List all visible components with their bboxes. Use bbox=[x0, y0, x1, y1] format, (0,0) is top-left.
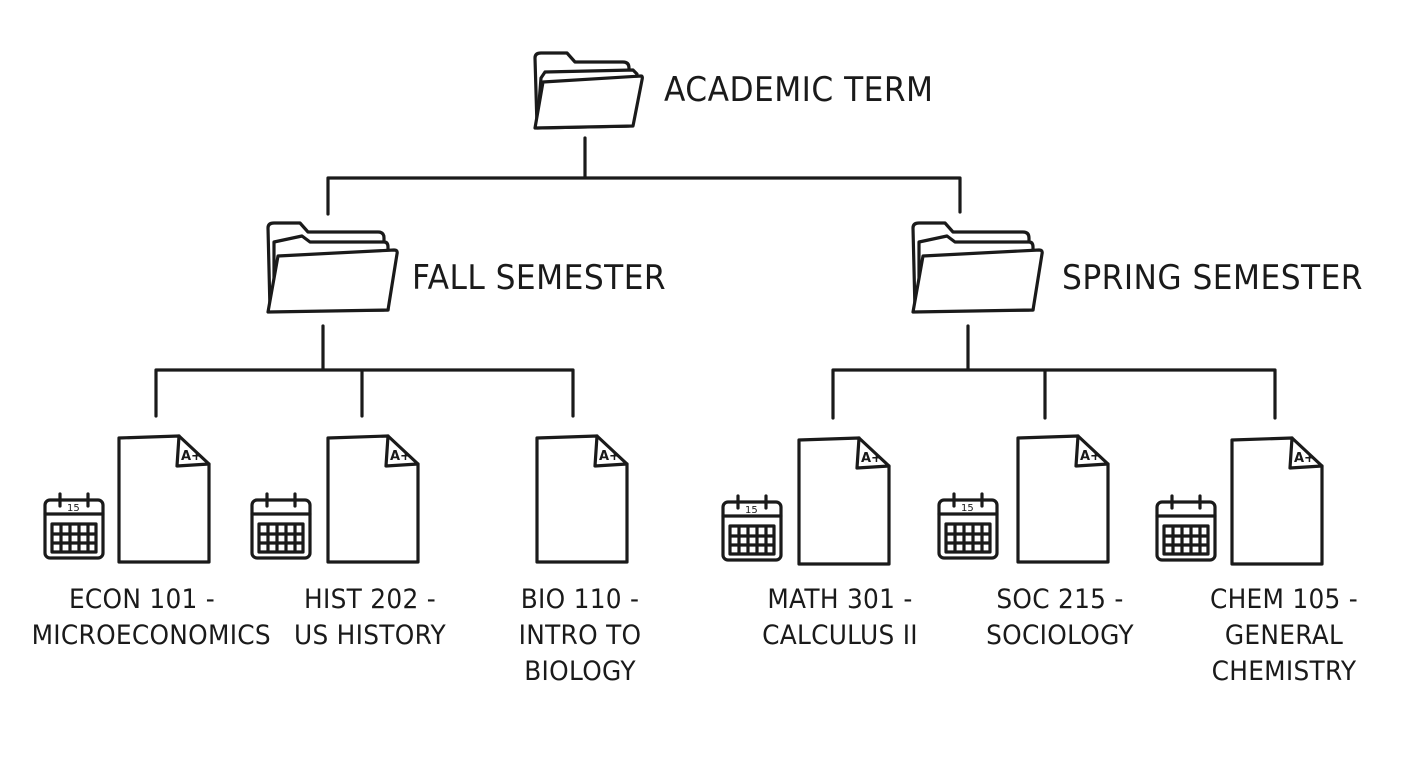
spring-connector bbox=[831, 324, 1277, 420]
calendar-icon bbox=[1155, 494, 1217, 562]
connector-lines bbox=[154, 136, 1277, 420]
course-label-line: CHEMISTRY bbox=[1211, 656, 1357, 687]
course-label-line: GENERAL bbox=[1224, 620, 1344, 651]
document-icon: A+ bbox=[326, 434, 420, 564]
course-icons: A+ 15 A+ A+ A+ 15 A+ 15 A+ bbox=[43, 434, 1324, 566]
fall-connector bbox=[154, 324, 575, 418]
course-label: ECON 101 - MICROECONOMICS bbox=[31, 582, 271, 654]
course-label: CHEM 105 - GENERAL CHEMISTRY bbox=[1174, 582, 1395, 690]
calendar-day: 15 bbox=[67, 503, 80, 514]
course-label-line: BIO 110 - bbox=[520, 584, 640, 615]
course-label-line: CALCULUS II bbox=[762, 620, 918, 651]
course-label-line: MICROECONOMICS bbox=[31, 620, 271, 651]
course-label-line: BIOLOGY bbox=[524, 656, 636, 687]
calendar-icon bbox=[250, 492, 312, 560]
grade-mark: A+ bbox=[599, 449, 620, 464]
folder-stack-icon bbox=[266, 221, 399, 314]
folder-stack-icon bbox=[911, 221, 1044, 314]
grade-mark: A+ bbox=[1080, 449, 1101, 464]
course-label: MATH 301 - CALCULUS II bbox=[730, 582, 951, 654]
document-icon: A+ bbox=[117, 434, 211, 564]
calendar-icon: 15 bbox=[937, 492, 999, 560]
course-label-line: INTRO TO bbox=[518, 620, 642, 651]
document-icon: A+ bbox=[1230, 436, 1324, 566]
fall-semester-title: FALL SEMESTER bbox=[412, 258, 667, 298]
calendar-day: 15 bbox=[961, 503, 974, 514]
grade-mark: A+ bbox=[181, 449, 202, 464]
course-label-line: SOC 215 - bbox=[996, 584, 1124, 615]
document-icon: A+ bbox=[535, 434, 629, 564]
calendar-icon: 15 bbox=[43, 492, 105, 560]
folder-icon bbox=[533, 51, 644, 130]
root-title: ACADEMIC TERM bbox=[664, 70, 934, 110]
course-label: BIO 110 - INTRO TO BIOLOGY bbox=[470, 582, 691, 690]
course-label: SOC 215 - SOCIOLOGY bbox=[950, 582, 1171, 654]
document-icon: A+ bbox=[1016, 434, 1110, 564]
document-icon: A+ bbox=[797, 436, 891, 566]
course-label-line: CHEM 105 - bbox=[1209, 584, 1359, 615]
grade-mark: A+ bbox=[1294, 451, 1315, 466]
course-label-line: US HISTORY bbox=[294, 620, 446, 651]
grade-mark: A+ bbox=[390, 449, 411, 464]
calendar-day: 15 bbox=[745, 505, 758, 516]
course-label-line: SOCIOLOGY bbox=[986, 620, 1134, 651]
course-label-line: ECON 101 - bbox=[68, 584, 216, 615]
spring-semester-title: SPRING SEMESTER bbox=[1062, 258, 1363, 298]
course-label-line: MATH 301 - bbox=[767, 584, 913, 615]
course-label: HIST 202 - US HISTORY bbox=[260, 582, 481, 654]
grade-mark: A+ bbox=[861, 451, 882, 466]
root-connector bbox=[326, 136, 962, 216]
calendar-icon: 15 bbox=[721, 494, 783, 562]
course-label-line: HIST 202 - bbox=[304, 584, 436, 615]
